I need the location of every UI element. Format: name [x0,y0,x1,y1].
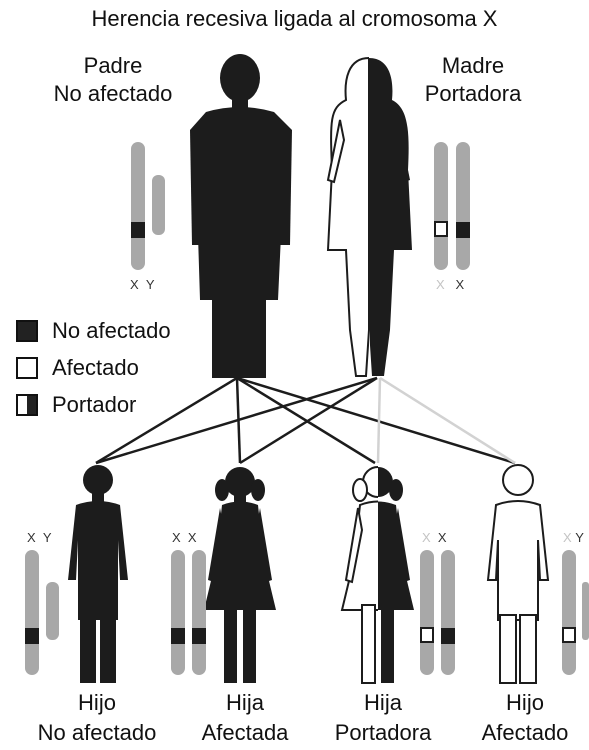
son1-x-letter: X [27,530,36,545]
father-figure [190,54,292,378]
child3-label-line1: Hija [318,688,448,718]
father-x-chromosome [131,142,145,270]
father-to-son1-line [96,378,237,463]
legend-label-not-affected: No afectado [52,318,171,344]
child4-label-line2: Afectado [466,718,584,748]
mother-x2-dark-band [456,222,470,238]
son2-y-letter: Y [575,530,584,545]
mother-chromosomes [434,142,470,270]
child1-label-line1: Hijo [22,688,172,718]
mother-xx-label: X X [436,277,464,292]
daughter1-xx-label: X X [172,530,197,545]
daughter2-x1-letter: X [422,530,431,545]
son-affected-figure [488,465,548,683]
mother-x1-letter: X [436,277,445,292]
child2-label-line2: Afectada [190,718,300,748]
mother-x1-light-band [435,222,447,236]
father-x-letter: X [130,277,139,292]
son2-xy-label: X Y [563,530,584,545]
son2-x-letter: X [563,530,572,545]
father-x-dark-band [131,222,145,238]
mother-x2-letter: X [456,277,465,292]
son-not-affected-figure [68,465,128,683]
child1-label-line2: No afectado [22,718,172,748]
daughter-carrier-figure [342,467,414,683]
father-xy-label: X Y [130,277,155,292]
legend-item-carrier: Portador [16,392,136,418]
father-y-chromosome [152,175,165,235]
daughter-affected-figure [204,467,276,683]
father-y-letter: Y [146,277,155,292]
legend-item-affected: Afectado [16,355,139,381]
child4-label-line1: Hijo [466,688,584,718]
inheritance-lines [96,378,515,463]
legend-swatch-dark [16,320,38,342]
child2-label-line1: Hija [190,688,300,718]
mother-figure [328,58,412,376]
mother-to-son2-line [380,378,515,463]
legend-item-not-affected: No afectado [16,318,171,344]
father-chromosomes [131,142,165,270]
daughter2-xx-label: X X [422,530,447,545]
son1-xy-label: X Y [27,530,52,545]
child-label-daughter-carrier: Hija Portadora [318,688,448,748]
child3-label-line2: Portadora [318,718,448,748]
mother-x2-chromosome [456,142,470,270]
son-affected-chromosomes [562,550,589,675]
mother-x1-chromosome [434,142,448,270]
legend-swatch-half [16,394,38,416]
daughter-affected-chromosomes [171,550,206,675]
son-not-affected-chromosomes [25,550,59,675]
daughter1-x2-letter: X [188,530,197,545]
legend-label-carrier: Portador [52,392,136,418]
daughter2-x2-letter: X [438,530,447,545]
child-label-son-not-affected: Hijo No afectado [22,688,172,748]
child-label-son-affected: Hijo Afectado [466,688,584,748]
legend-swatch-light [16,357,38,379]
daughter-carrier-chromosomes [420,550,455,675]
son1-y-letter: Y [43,530,52,545]
mother-to-daughter2-line [378,378,380,463]
legend-label-affected: Afectado [52,355,139,381]
child-label-daughter-affected: Hija Afectada [190,688,300,748]
daughter1-x1-letter: X [172,530,181,545]
father-to-son2-line [237,378,515,463]
